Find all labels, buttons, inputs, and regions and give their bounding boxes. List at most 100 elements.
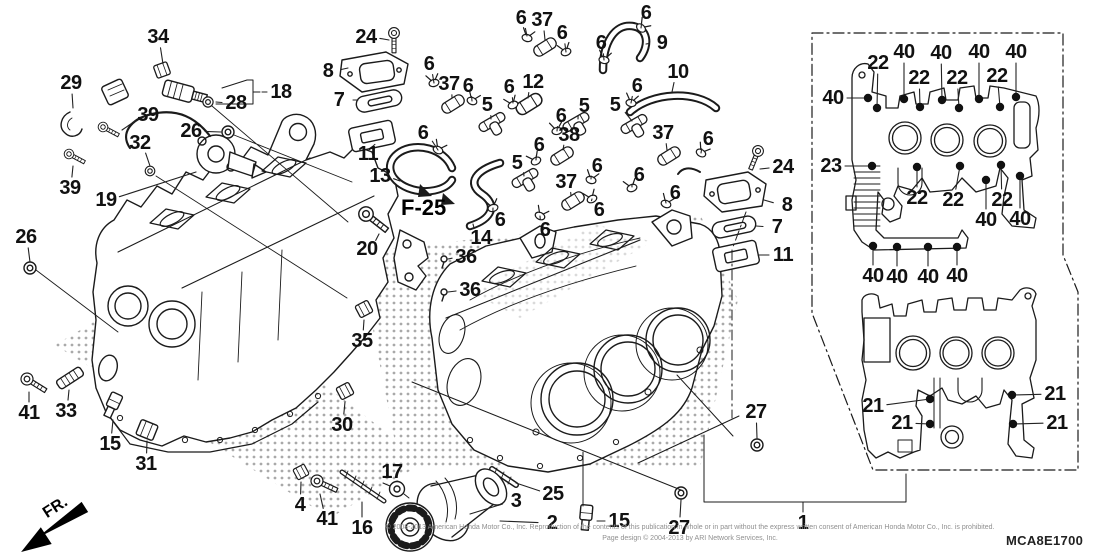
leader-line — [447, 257, 453, 260]
pair-cover-right — [677, 143, 767, 273]
bolt-hole-dot — [955, 161, 965, 171]
leader-line — [543, 30, 546, 41]
leader-line — [876, 73, 879, 109]
dowel-33 — [55, 366, 85, 390]
breather-bracket — [355, 203, 448, 302]
leader-line — [371, 143, 376, 148]
leader-line — [118, 171, 197, 198]
bolt-hole-dot — [1011, 92, 1021, 102]
leader-line — [431, 140, 439, 151]
crankcase-left-half — [91, 113, 399, 453]
bolt-hole-dot — [1008, 419, 1018, 429]
bolt-hole-dot — [925, 394, 935, 404]
copyright-line-1: © 2008-2013 American Honda Motor Co., In… — [385, 524, 995, 531]
leader-line — [1012, 422, 1044, 425]
bolt-hole-dot — [912, 162, 922, 172]
leader-line — [343, 401, 346, 415]
leader-line — [755, 225, 764, 228]
leader-line — [763, 199, 774, 204]
gasket-7-right — [711, 215, 757, 239]
leader-line — [379, 37, 390, 41]
leader-line — [71, 93, 74, 109]
leader-line — [319, 493, 324, 509]
leader-line — [1011, 393, 1042, 396]
leader-line — [624, 111, 633, 122]
leader-line — [590, 198, 593, 202]
copyright-notice: © 2008-2013 American Honda Motor Co., In… — [260, 523, 1120, 544]
bolt-hole-dot — [954, 103, 964, 113]
leader-line — [679, 499, 682, 518]
bolt-hole-dot — [974, 94, 984, 104]
oil-filter-2 — [416, 468, 508, 542]
lower-gasket — [861, 287, 1037, 459]
washer-26b — [23, 261, 37, 275]
breather-hose-cluster — [385, 16, 721, 231]
gasket-bolt-dots — [863, 92, 1025, 429]
leader-line — [562, 144, 565, 151]
bolt-hole-dot — [1015, 171, 1025, 181]
leader-line — [602, 53, 605, 61]
clamp-29 — [60, 111, 83, 137]
bolt-hole-dot — [996, 160, 1006, 170]
switch-17 — [382, 480, 410, 499]
jet-36b — [440, 288, 448, 302]
leader-line — [215, 101, 223, 104]
sensor-15b — [579, 503, 594, 531]
leader-line — [755, 422, 758, 439]
gasket-11-left — [348, 119, 396, 153]
leader-line — [341, 67, 349, 70]
fr-direction-arrow: FR. — [21, 493, 89, 552]
plug-31 — [135, 419, 159, 441]
sensor-15a — [103, 391, 124, 419]
copyright-line-2: Page design © 2004-2013 by ARI Network S… — [602, 534, 778, 542]
bolt-hole-dot — [937, 95, 947, 105]
bolt-hole-dot — [868, 241, 878, 251]
o-ring-32 — [144, 165, 156, 177]
leader-line — [71, 165, 74, 178]
leader-line — [67, 389, 70, 401]
leader-line — [396, 480, 400, 483]
small-parts — [18, 299, 764, 531]
leader-line — [527, 91, 530, 99]
crank-sensor-19 — [101, 78, 267, 179]
leader-line — [447, 290, 457, 293]
bolt-hole-dot — [925, 419, 935, 429]
cap-34 — [152, 60, 172, 80]
connector-lines — [411, 211, 907, 513]
leader-line — [524, 27, 528, 37]
bolt-hole-dot — [863, 93, 873, 103]
leader-line — [665, 143, 668, 151]
leader-line — [375, 233, 380, 241]
leader-line — [159, 47, 164, 65]
leader-line — [111, 419, 114, 434]
leader-lines — [27, 22, 1044, 524]
gasket-11-right — [712, 239, 760, 273]
diagram-code: MCA8E1700 — [1006, 533, 1084, 548]
leader-line — [204, 130, 222, 133]
upper-gasket — [845, 62, 1040, 251]
pair-cover-left — [339, 26, 409, 153]
leader-line — [886, 398, 931, 406]
bolt-hole-dot — [899, 94, 909, 104]
leader-line — [940, 63, 943, 101]
leader-line — [640, 22, 643, 29]
gasket-panel — [811, 32, 1079, 471]
leader-line — [671, 81, 675, 93]
leader-line — [27, 247, 31, 263]
leader-line — [499, 520, 539, 524]
leader-line — [564, 43, 567, 53]
bolt-hole-dot — [867, 161, 877, 171]
leader-line — [469, 503, 504, 515]
leader-line — [759, 167, 770, 170]
leader-line — [121, 119, 137, 131]
stud-16 — [339, 469, 387, 504]
oil-pressure-sensor-28 — [161, 79, 208, 104]
gasket-7-left — [355, 89, 403, 113]
bolt-hole-dot — [923, 242, 933, 252]
bolt-hole-dot — [952, 242, 962, 252]
leader-line — [432, 74, 435, 84]
leader-line — [472, 223, 475, 229]
bolt-hole-dot — [892, 242, 902, 252]
leader-line — [362, 319, 365, 331]
